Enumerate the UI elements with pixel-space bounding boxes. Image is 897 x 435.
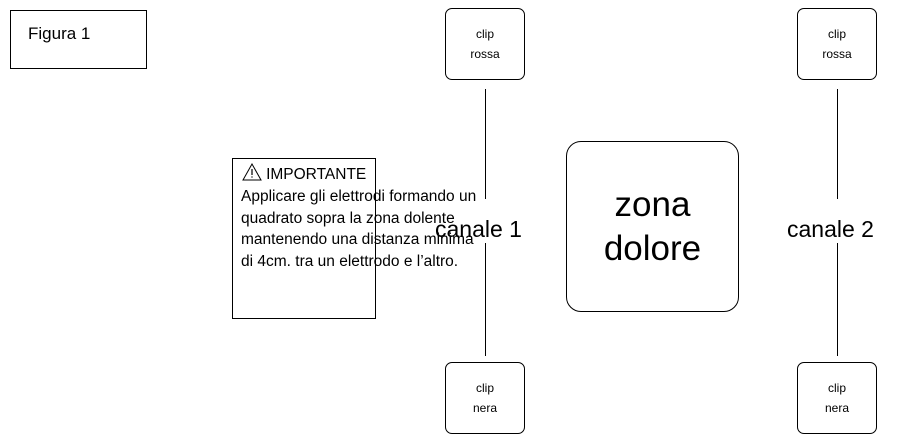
channel-2-label: canale 2 — [787, 216, 874, 242]
important-text-block: IMPORTANTE — [232, 162, 376, 187]
figure-label: Figura 1 — [10, 10, 147, 69]
channel-1-label: canale 1 — [435, 216, 522, 242]
clip-color: rossa — [822, 47, 852, 61]
important-panel — [232, 158, 376, 319]
pain-zone-line2: dolore — [603, 229, 702, 268]
pain-zone-line1: zona — [614, 185, 691, 224]
channel-1-wire-top — [485, 89, 486, 199]
channel-1-red-clip: clip rossa — [445, 8, 525, 80]
channel-1-black-clip: clip nera — [445, 362, 525, 434]
clip-label: clip — [475, 27, 494, 41]
channel-2-red-clip: clip rossa — [797, 8, 877, 80]
clip-label: clip — [475, 381, 494, 395]
important-line: quadrato sopra la zona dolente — [241, 209, 455, 227]
clip-color: nera — [824, 401, 850, 415]
clip-label: clip — [827, 27, 846, 41]
pain-zone: zona dolore — [566, 141, 739, 312]
clip-label: clip — [827, 381, 846, 395]
channel-1-wire-bottom — [485, 243, 486, 356]
warning-triangle-icon — [241, 162, 262, 187]
channel-2-wire-bottom — [837, 243, 838, 356]
channel-2-wire-top — [837, 89, 838, 199]
important-lines: Applicare gli elettrodi formando un quad… — [241, 186, 477, 272]
important-title: IMPORTANTE — [266, 166, 367, 183]
clip-color: nera — [472, 401, 498, 415]
channel-2-black-clip: clip nera — [797, 362, 877, 434]
important-heading: IMPORTANTE — [232, 162, 376, 187]
important-line: di 4cm. tra un elettrodo e l’altro. — [241, 252, 459, 270]
important-line: mantenendo una distanza minima — [241, 231, 474, 248]
clip-color: rossa — [470, 47, 500, 61]
figure-label-text: Figura 1 — [28, 24, 91, 43]
important-line: Applicare gli elettrodi formando un — [241, 188, 477, 205]
